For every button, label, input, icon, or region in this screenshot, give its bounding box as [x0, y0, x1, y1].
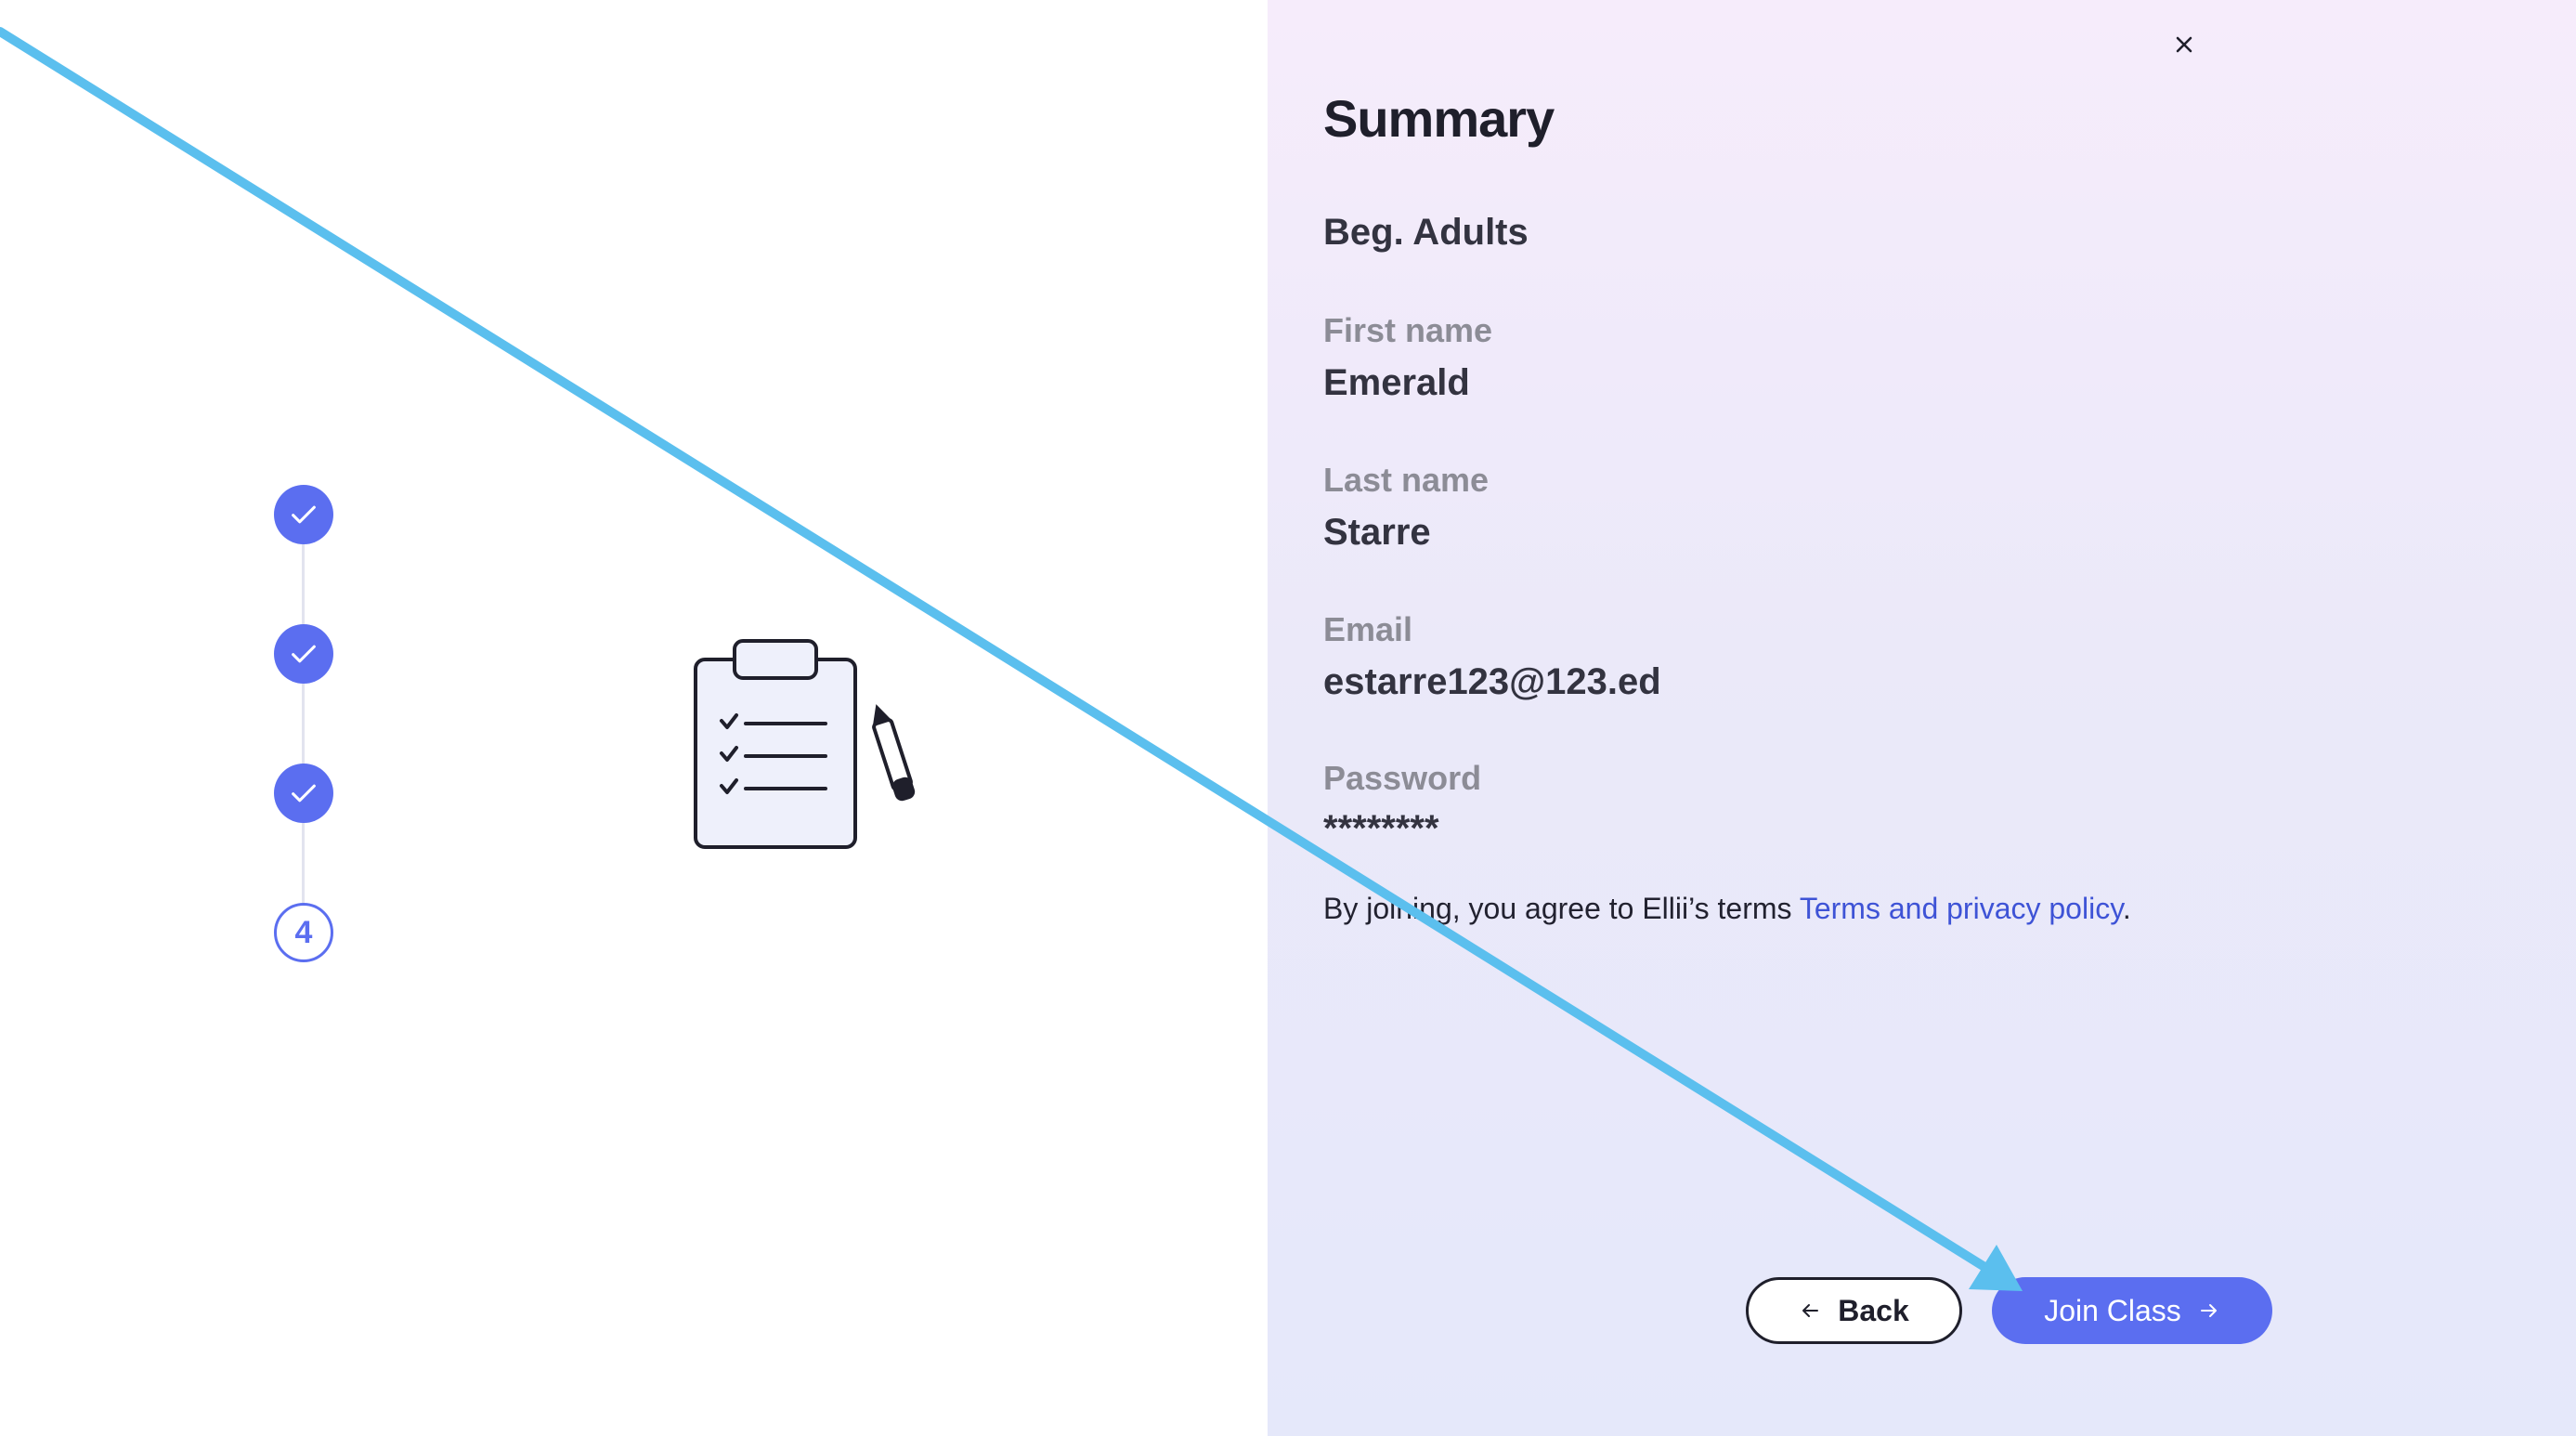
arrow-left-icon — [1802, 1304, 1819, 1317]
step-3-complete — [274, 764, 333, 823]
checkmark-icon — [292, 505, 316, 524]
password-label: Password — [1323, 759, 1482, 797]
step-connector — [302, 544, 305, 624]
step-1-complete — [274, 485, 333, 544]
back-button-label: Back — [1838, 1293, 1909, 1327]
class-name: Beg. Adults — [1323, 212, 1529, 253]
back-button[interactable]: Back — [1746, 1277, 1962, 1344]
terms-agreement: By joining, you agree to Ellii’s terms T… — [1323, 892, 2131, 926]
join-class-button-label: Join Class — [2044, 1293, 2181, 1327]
join-class-button[interactable]: Join Class — [1992, 1277, 2272, 1344]
step-2-complete — [274, 624, 333, 684]
summary-panel: Summary Beg. Adults First name Emerald L… — [1268, 0, 2576, 1436]
arrow-right-icon — [2200, 1304, 2217, 1317]
step-connector — [302, 823, 305, 903]
step-number: 4 — [294, 914, 313, 950]
first-name-label: First name — [1323, 311, 1493, 349]
step-4-current: 4 — [274, 903, 333, 962]
step-connector — [302, 684, 305, 764]
password-value: ******** — [1323, 808, 1439, 849]
last-name-label: Last name — [1323, 461, 1490, 499]
email-value: estarre123@123.ed — [1323, 661, 1661, 702]
checkmark-icon — [292, 645, 316, 663]
progress-panel: 4 — [0, 0, 1268, 1436]
page-title: Summary — [1323, 89, 1555, 148]
clipboard-checklist-icon — [694, 639, 916, 849]
first-name-value: Emerald — [1323, 362, 1470, 403]
checkmark-icon — [292, 784, 316, 803]
terms-prefix: By joining, you agree to Ellii’s terms — [1323, 892, 1800, 925]
terms-suffix: . — [2122, 892, 2131, 925]
close-button[interactable] — [2166, 26, 2203, 63]
close-icon — [2176, 36, 2192, 53]
terms-link[interactable]: Terms and privacy policy — [1799, 892, 2123, 925]
email-label: Email — [1323, 610, 1413, 648]
last-name-value: Starre — [1323, 512, 1431, 553]
